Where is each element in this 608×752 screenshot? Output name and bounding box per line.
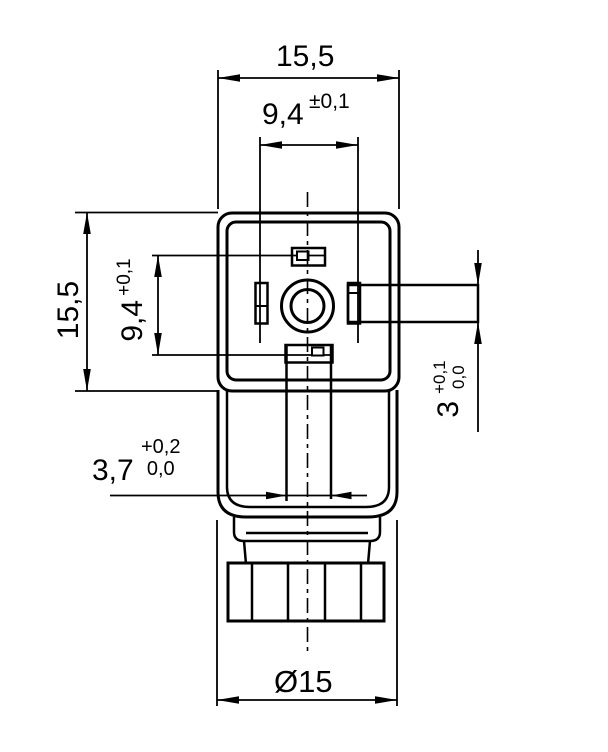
pin-bottom-slot bbox=[284, 343, 334, 364]
dim-body-width bbox=[218, 74, 399, 82]
body-outline bbox=[216, 211, 401, 393]
dim-keyway-width bbox=[110, 491, 367, 500]
dim-keyway-width-tolerances: +0,2 0,0 bbox=[141, 436, 180, 480]
keyway-tolerance-upper: +0,2 bbox=[141, 436, 181, 458]
dim-pin-pitch-vertical bbox=[154, 255, 162, 355]
dim-tab-thickness-tolerances: +0,1 0,0 bbox=[430, 360, 468, 394]
tab-tolerance-lower: 0,0 bbox=[449, 365, 468, 389]
dim-tab-thickness-label: 3 +0,1 0,0 bbox=[426, 344, 472, 434]
dim-flange-diameter bbox=[217, 696, 397, 704]
keyway-tolerance-lower: 0,0 bbox=[146, 458, 175, 480]
pin-left bbox=[254, 281, 269, 325]
dim-pin-pitch-horizontal-label: 9,4 bbox=[262, 98, 304, 131]
dim-body-height-label: 15,5 bbox=[52, 275, 85, 345]
dim-flange-diameter-label: Ø15 bbox=[274, 664, 333, 699]
pin-top-slot bbox=[290, 246, 327, 267]
dim-pin-pitch-vertical-tolerance: +0,1 bbox=[114, 258, 135, 296]
dim-body-height bbox=[83, 212, 91, 391]
dim-keyway-width-label: 3,7 bbox=[92, 454, 134, 487]
dim-body-height-value: 15,5 bbox=[52, 280, 85, 340]
dim-pin-pitch-horizontal-tolerance: ±0,1 bbox=[309, 90, 350, 113]
extension-lines bbox=[75, 70, 400, 706]
dim-tab-thickness-value: 3 bbox=[432, 400, 465, 418]
dim-pin-pitch-horizontal bbox=[260, 141, 358, 149]
dim-tab-thickness bbox=[474, 250, 482, 432]
dim-body-width-label: 15,5 bbox=[276, 40, 335, 73]
keyway-lines bbox=[285, 345, 333, 501]
tab-tolerance-upper: +0,1 bbox=[430, 360, 449, 394]
pin-right bbox=[346, 281, 362, 325]
cable-gland-nut bbox=[226, 561, 386, 623]
dim-pin-pitch-vertical-value: 9,4 bbox=[116, 299, 149, 342]
dim-pin-pitch-vertical-label: 9,4 +0,1 bbox=[114, 251, 152, 349]
side-tab bbox=[346, 283, 480, 324]
